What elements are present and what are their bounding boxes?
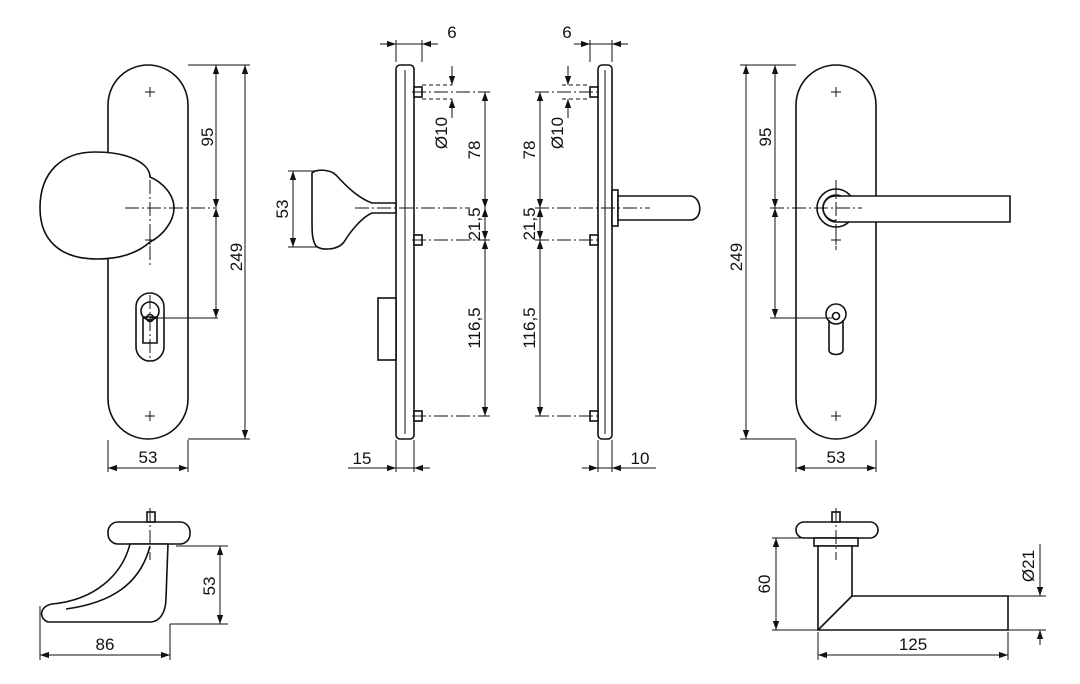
side-lever-screw-holes [562,84,599,422]
lever-profile-dim-d21: Ø21 [1019,550,1038,582]
front-lever-dim-53: 53 [827,448,846,467]
side-knob-latch [377,297,397,361]
lever-profile-dim-60: 60 [755,575,774,594]
side-knob-dim-78: 78 [465,141,484,160]
front-lever-view: 95 249 53 [727,64,1011,472]
lever-profile-rose [795,521,879,539]
knob-profile-grip-edge [65,545,151,610]
side-lever-dim-116-5: 116,5 [520,307,539,348]
side-lever-dim-21-5: 21,5 [520,207,539,240]
front-knob-dim-249: 249 [227,243,246,271]
knob-profile-spindle [146,511,156,523]
lever-profile-dim-125: 125 [899,635,927,654]
side-knob-dim-d10: Ø10 [432,117,451,149]
front-lever-screw-marks [831,87,841,421]
side-knob-dim-116-5: 116,5 [465,307,484,348]
side-lever-dim-d10: Ø10 [548,117,567,149]
side-knob-dim-15: 15 [353,449,372,468]
side-knob-dim-6: 6 [447,23,456,42]
knob-profile-view: 53 86 [39,508,228,660]
lever-profile-grip [817,545,1009,631]
front-knob-dim-53: 53 [139,448,158,467]
knob-profile-rose [107,521,191,545]
side-lever-dim-6: 6 [562,23,571,42]
side-lever-view: 6 Ø10 78 21,5 116,5 10 [520,23,701,472]
knob-profile-dim-86: 86 [96,635,115,654]
side-lever-dim-10: 10 [631,449,650,468]
side-knob-dim-53: 53 [273,200,292,219]
knob-profile-dim-53: 53 [200,577,219,596]
front-knob-view: 95 249 53 [39,64,250,472]
side-lever-grip [617,195,701,221]
knob-profile-grip [40,543,169,623]
side-lever-dim-78: 78 [520,141,539,160]
front-lever-dim-95: 95 [756,128,775,147]
front-lever-backplate [795,64,877,440]
side-knob-view: 53 6 Ø10 78 21,5 116,5 15 [273,23,490,472]
side-knob-dim-21-5: 21,5 [465,207,484,240]
lever-profile-bend-line [817,595,853,631]
front-knob-dim-95: 95 [198,128,217,147]
side-knob-grip [311,169,397,250]
front-lever-dim-249: 249 [727,243,746,271]
front-lever-cylinder-cutout [825,303,847,356]
lever-profile-view: 60 125 Ø21 [755,508,1046,660]
